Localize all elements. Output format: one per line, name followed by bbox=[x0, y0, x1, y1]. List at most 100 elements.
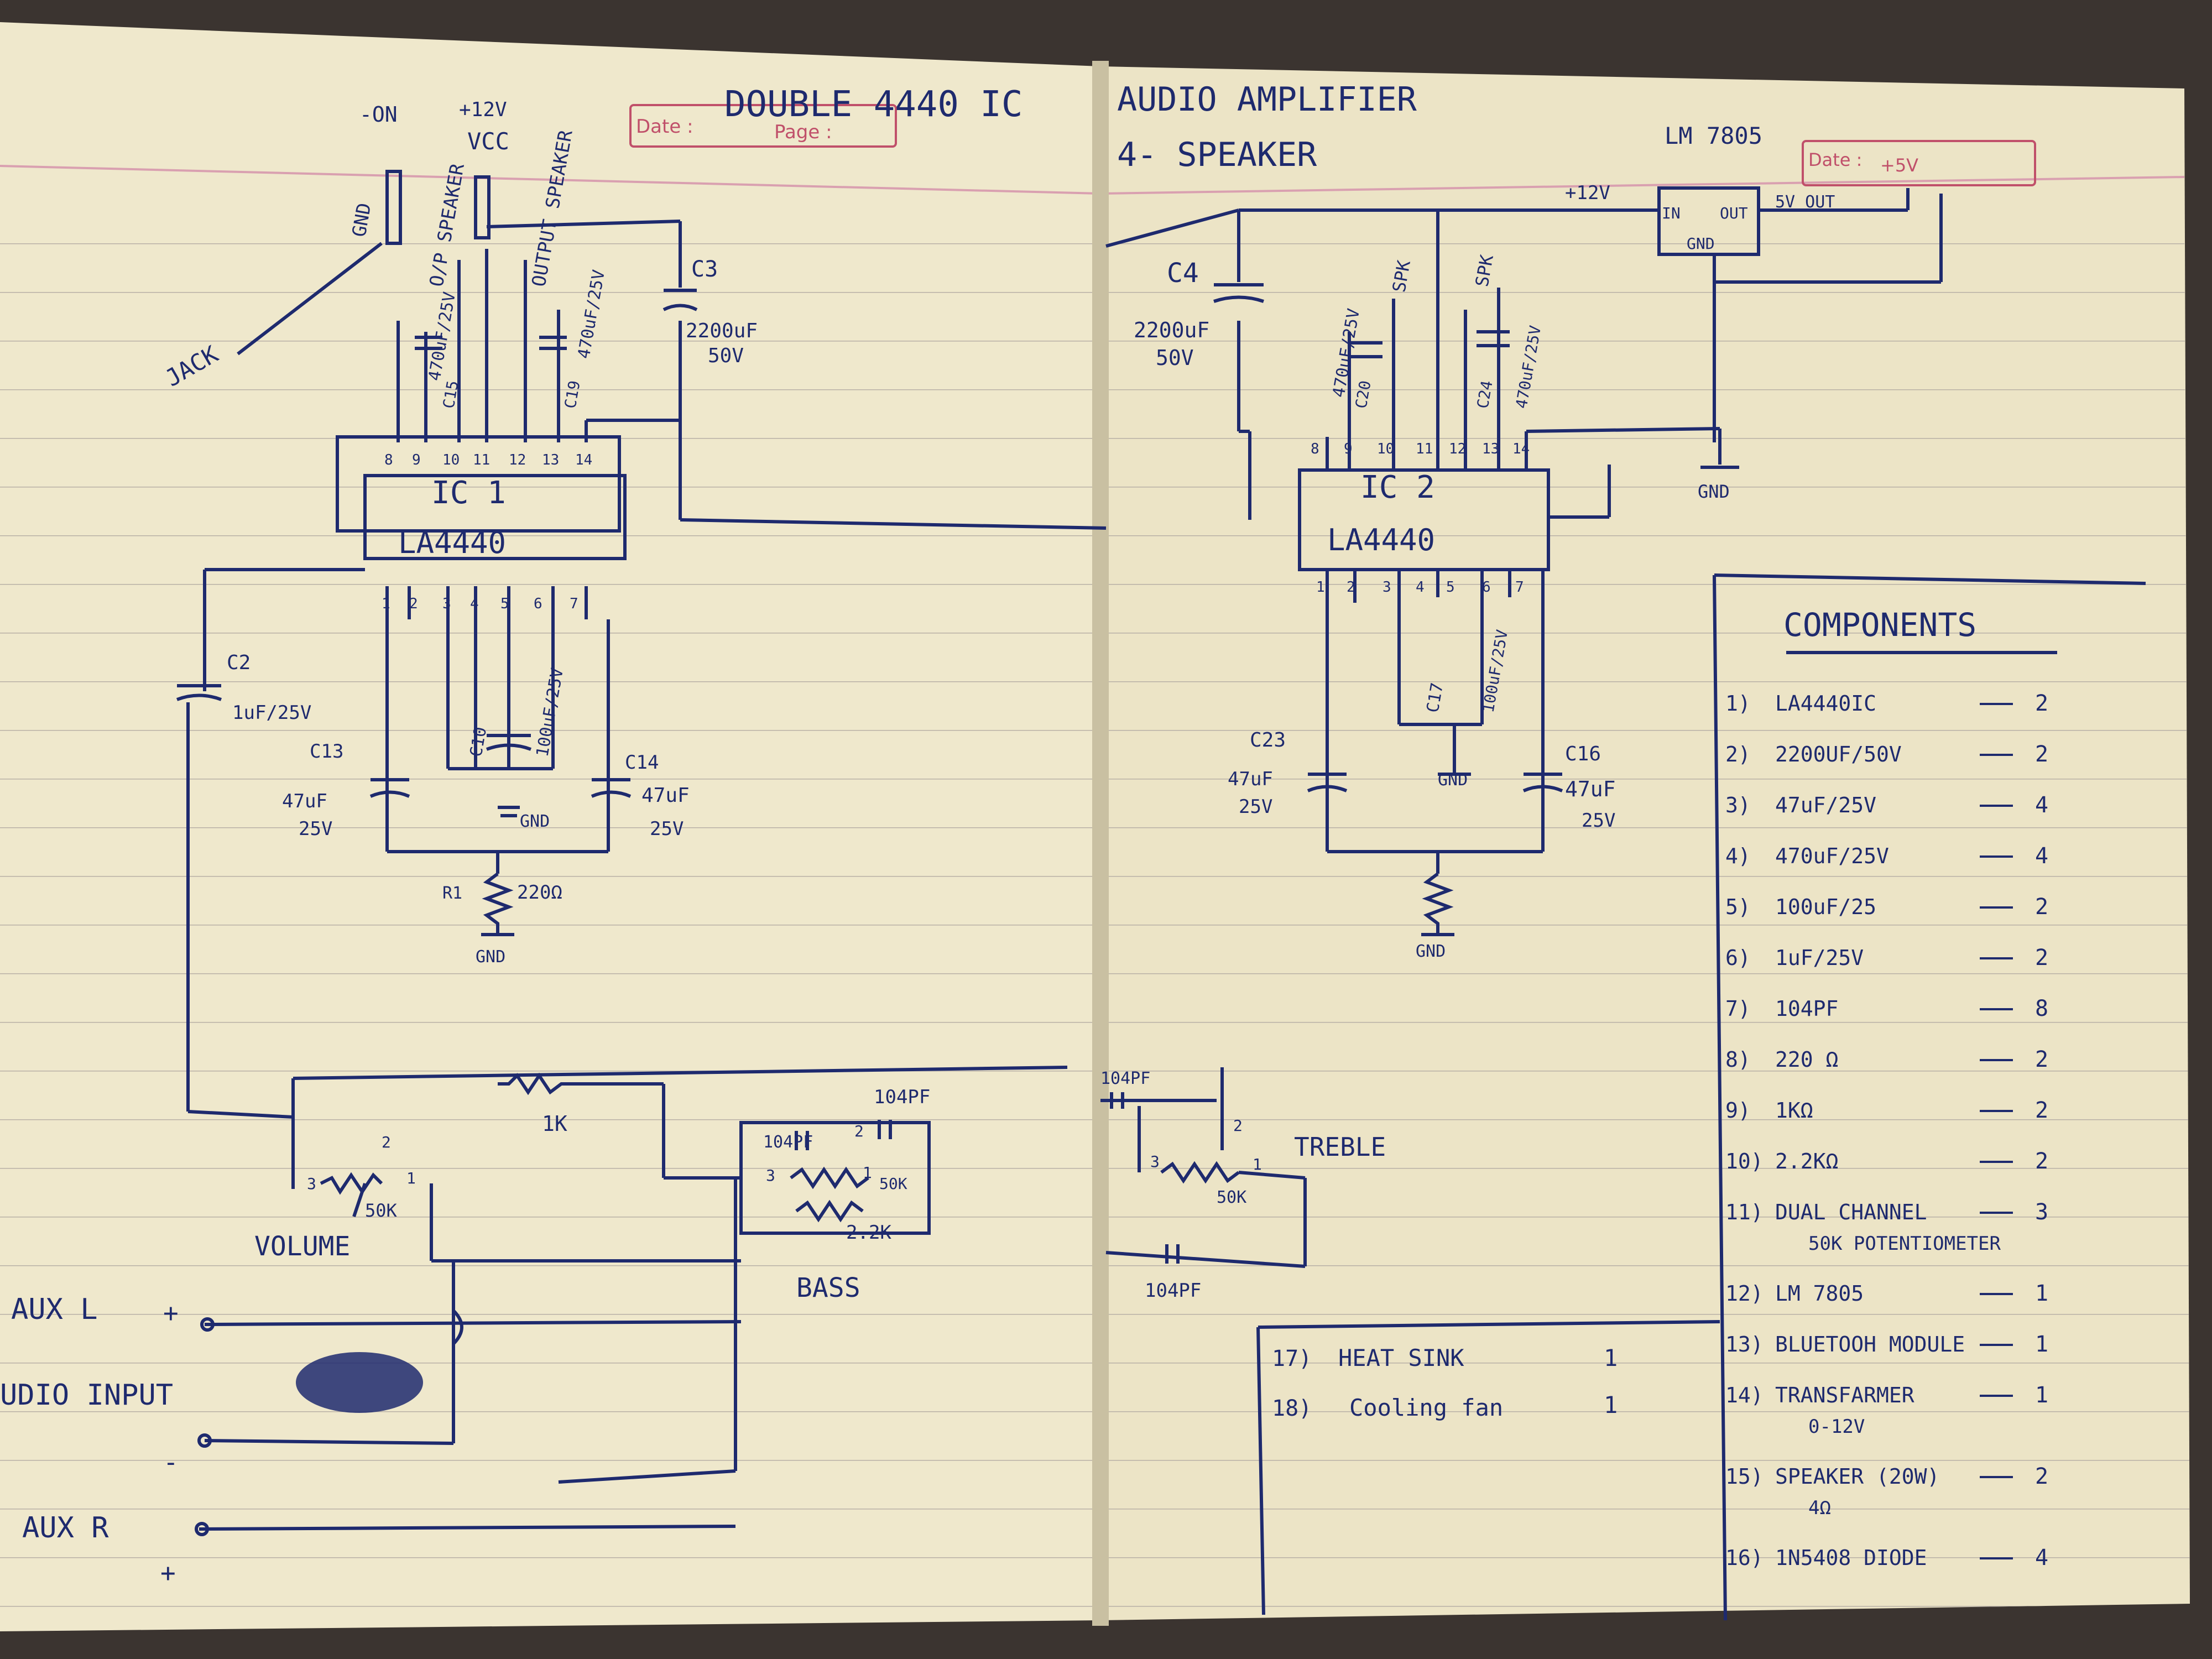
right-heading-line1: AUDIO AMPLIFIER bbox=[1117, 80, 1417, 119]
bass-pot-pin-2: 2 bbox=[854, 1122, 864, 1140]
ic2-top-pin: 13 bbox=[1482, 441, 1499, 457]
component-number: 8) bbox=[1725, 1047, 1751, 1072]
extra-qty: 1 bbox=[1604, 1391, 1618, 1418]
treble-pin-3: 3 bbox=[1150, 1152, 1160, 1171]
ic2-bottom-pin: 7 bbox=[1515, 579, 1524, 596]
ic1-top-pin: 10 bbox=[442, 452, 460, 468]
component-name: 220 Ω bbox=[1775, 1047, 1838, 1072]
treble-cap-bottom: 104PF bbox=[1145, 1280, 1201, 1302]
ic1-bottom-pin-numbers: 1 2 3 4 5 6 7 bbox=[382, 596, 578, 612]
top-pin-on: -ON bbox=[359, 102, 398, 127]
regulator-pin-out: OUT bbox=[1720, 204, 1748, 222]
component-name: BLUETOOH MODULE bbox=[1775, 1332, 1965, 1357]
bass-pot-pin-3: 3 bbox=[766, 1166, 775, 1185]
component-number: 7) bbox=[1725, 997, 1751, 1021]
component-name: TRANSFARMER bbox=[1775, 1383, 1914, 1407]
ic2-bottom-pin-numbers: 1 2 3 4 5 6 7 bbox=[1316, 579, 1524, 596]
component-name: SPEAKER (20W) bbox=[1775, 1464, 1939, 1489]
left-heading: DOUBLE 4440 IC bbox=[724, 84, 1022, 125]
extra-qty: 1 bbox=[1604, 1344, 1618, 1371]
ic2-name: IC 2 bbox=[1360, 469, 1435, 505]
ic2-top-pin: 10 bbox=[1377, 441, 1394, 457]
bass-label: BASS bbox=[796, 1272, 860, 1303]
regulator-input: +12V bbox=[1565, 182, 1610, 204]
volume-pot-value: 50K bbox=[365, 1200, 398, 1221]
ic2-top-pin-numbers: 8 9 10 11 12 13 14 bbox=[1311, 441, 1530, 457]
component-name: 100uF/25 bbox=[1775, 895, 1876, 919]
ic1-bottom-pin: 2 bbox=[409, 596, 418, 612]
component-qty: 3 bbox=[2035, 1199, 2048, 1225]
component-number: 9) bbox=[1725, 1098, 1751, 1123]
ic1-name: IC 1 bbox=[431, 475, 506, 511]
ic2-part: LA4440 bbox=[1327, 523, 1435, 557]
left-circuit bbox=[176, 170, 1107, 1536]
ic2-top-pin: 14 bbox=[1512, 441, 1530, 457]
component-number: 16) bbox=[1725, 1546, 1764, 1570]
resistor-gnd: GND bbox=[1416, 942, 1446, 961]
ic1-top-pin: 9 bbox=[412, 452, 421, 468]
c2-ref: C2 bbox=[227, 651, 251, 674]
component-qty: 2 bbox=[2035, 945, 2048, 971]
c16-ref: C16 bbox=[1565, 743, 1601, 765]
component-name-detail: 4Ω bbox=[1808, 1497, 1831, 1519]
component-name: 2200UF/50V bbox=[1775, 742, 1902, 766]
aux-r-label: AUX R bbox=[22, 1511, 109, 1545]
component-number: 15) bbox=[1725, 1464, 1764, 1489]
components-title: COMPONENTS bbox=[1783, 606, 1976, 644]
ic1-body bbox=[363, 474, 627, 560]
regulator-name: LM 7805 bbox=[1665, 122, 1762, 149]
c3-value: 2200uF bbox=[686, 320, 758, 342]
r1-value: 220Ω bbox=[517, 881, 562, 904]
ic1-bottom-pin: 3 bbox=[442, 596, 451, 612]
aux-r-plus: + bbox=[160, 1558, 176, 1588]
right-stamp-value: +5V bbox=[1880, 155, 1918, 176]
component-qty: 1 bbox=[2035, 1383, 2048, 1408]
left-page bbox=[0, 22, 1101, 1631]
treble-pin-2: 2 bbox=[1233, 1117, 1243, 1135]
right-page bbox=[1100, 66, 2190, 1620]
extra-name: HEAT SINK bbox=[1338, 1344, 1464, 1371]
audio-minus: - bbox=[163, 1447, 179, 1477]
extra-no: 17) bbox=[1272, 1346, 1312, 1371]
component-name: DUAL CHANNEL bbox=[1775, 1200, 1927, 1224]
component-name-detail: 50K POTENTIOMETER bbox=[1808, 1233, 2001, 1255]
right-stamp-date: Date : bbox=[1808, 149, 1862, 170]
volume-pot-pin-3: 3 bbox=[307, 1175, 316, 1193]
component-name: LM 7805 bbox=[1775, 1281, 1864, 1306]
c23-value: 47uF bbox=[1228, 768, 1273, 790]
right-heading-line2: 4- SPEAKER bbox=[1117, 135, 1317, 174]
ic1-bottom-pin: 7 bbox=[570, 596, 578, 612]
component-qty: 1 bbox=[2035, 1332, 2048, 1357]
r1-ref: R1 bbox=[442, 884, 462, 903]
ic1-part: LA4440 bbox=[398, 525, 506, 560]
ic1-bottom-pin: 4 bbox=[470, 596, 479, 612]
c13-ref: C13 bbox=[310, 740, 343, 763]
component-number: 10) bbox=[1725, 1149, 1764, 1173]
regulator-output: 5V OUT bbox=[1775, 192, 1835, 212]
component-qty: 2 bbox=[2035, 1047, 2048, 1072]
component-number: 5) bbox=[1725, 895, 1751, 919]
c17-gnd: GND bbox=[1438, 770, 1468, 790]
ic1-top-pin: 11 bbox=[473, 452, 490, 468]
ic1-bottom-pin: 6 bbox=[534, 596, 542, 612]
component-qty: 4 bbox=[2035, 792, 2048, 818]
component-number: 1) bbox=[1725, 691, 1751, 716]
ic2-bottom-pin: 4 bbox=[1416, 579, 1425, 596]
ic1-top-pin: 12 bbox=[509, 452, 526, 468]
ic2-bottom-pin: 2 bbox=[1347, 579, 1355, 596]
component-number: 3) bbox=[1725, 793, 1751, 817]
component-qty: 2 bbox=[2035, 1149, 2048, 1174]
component-name-detail: 0-12V bbox=[1808, 1416, 1865, 1438]
component-row: 15)SPEAKER (20W)24Ω bbox=[1725, 1464, 2048, 1519]
ic2-top-pin: 9 bbox=[1344, 441, 1353, 457]
bass-cap-top: 104PF bbox=[874, 1086, 930, 1108]
ic1-top-pin: 14 bbox=[575, 452, 592, 468]
